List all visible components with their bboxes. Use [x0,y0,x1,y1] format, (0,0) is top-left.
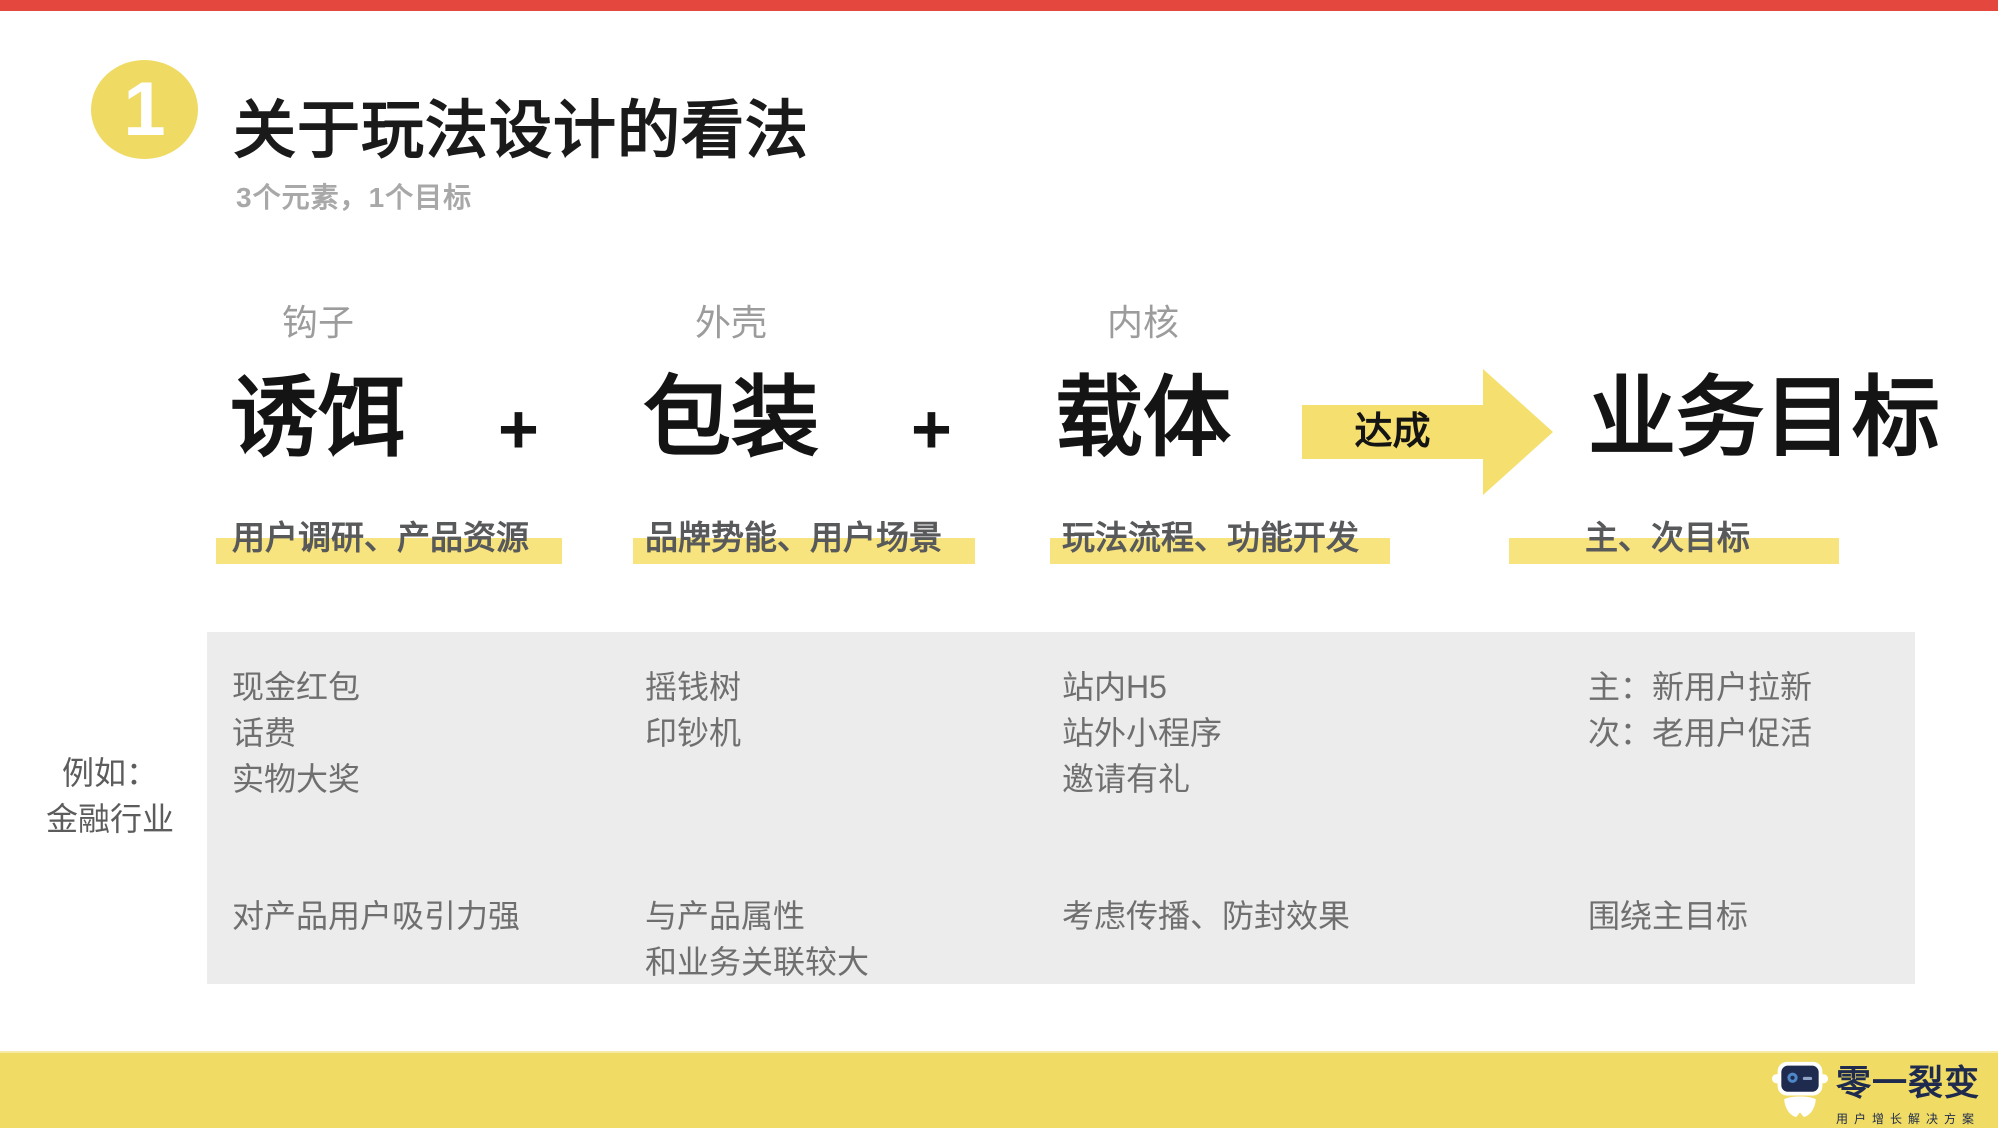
example-col-goal: 主：新用户拉新 次：老用户促活 [1588,664,1812,756]
term-business-goal: 业务目标 [1588,368,1941,467]
plus-sign: + [911,390,952,468]
brand-name: 零一裂变 [1836,1064,1981,1103]
list-item: 主：新用户拉新 [1588,669,1813,705]
example-note-bait: 对产品用户吸引力强 [232,898,521,934]
highlight-bar [633,538,975,564]
page-subtitle: 3个元素，1个目标 [236,182,473,213]
list-item: 现金红包 [232,669,361,705]
example-note-packaging: 与产品属性 和业务关联较大 [645,898,870,980]
column-tag-hook: 钩子 [281,302,354,343]
example-label: 例如： 金融行业 [45,755,174,837]
highlight-bar [1050,538,1390,564]
achieve-arrow: 达成 [1302,369,1554,495]
term-packaging: 包装 [643,368,820,467]
section-number-badge: 1 [91,60,198,159]
list-item: 话费 [232,715,297,751]
example-col-bait: 现金红包 话费 实物大奖 [232,664,360,802]
list-item: 次：老用户促活 [1588,715,1813,751]
arrow-head-icon [1483,369,1553,495]
highlight-caption-bait: 用户调研、产品资源 [232,519,529,556]
example-box [207,632,1915,984]
brand-text-block: 零一裂变 用户增长解决方案 [1836,1058,1980,1127]
example-note-carrier: 考虑传播、防封效果 [1062,898,1351,934]
plus-sign: + [498,390,539,468]
arrow-body [1302,405,1483,459]
highlight-bar [216,538,562,564]
list-item: 站内H5 [1062,669,1167,705]
highlight-caption-carrier: 玩法流程、功能开发 [1062,519,1359,556]
page-title: 关于玩法设计的看法 [233,96,809,166]
highlight-caption-packaging: 品牌势能、用户场景 [645,519,942,556]
footer-bar [0,1051,1998,1128]
example-col-carrier: 站内H5 站外小程序 邀请有礼 [1062,664,1222,802]
list-item: 站外小程序 [1062,715,1223,751]
section-number: 1 [123,66,166,152]
term-carrier: 载体 [1055,368,1232,467]
list-item: 实物大奖 [232,761,361,797]
arrow-label: 达成 [1354,411,1431,453]
list-item: 印钞机 [645,715,742,751]
term-bait: 诱饵 [230,368,407,467]
example-col-packaging: 摇钱树 印钞机 [645,664,741,756]
brand-logo: 零一裂变 用户增长解决方案 [1772,1058,1984,1126]
robot-logo-icon [1772,1061,1828,1117]
list-item: 摇钱树 [645,669,742,705]
highlight-bar [1509,538,1839,564]
column-tag-core: 内核 [1106,302,1179,343]
column-tag-shell: 外壳 [694,302,767,343]
list-item: 邀请有礼 [1062,761,1191,797]
highlight-caption-goal: 主、次目标 [1585,519,1750,556]
brand-tagline: 用户增长解决方案 [1836,1112,1981,1126]
top-red-bar [0,0,1998,11]
example-note-goal: 围绕主目标 [1588,898,1749,934]
